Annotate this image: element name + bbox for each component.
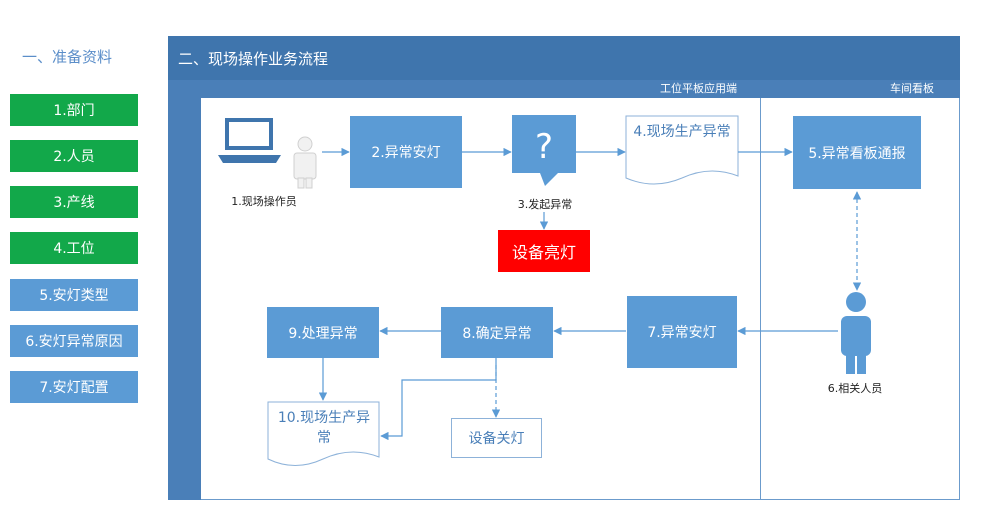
andon-box-2[interactable]: 7.异常安灯 — [627, 296, 737, 368]
sidebar-item-andon-reason[interactable]: 6.安灯异常原因 — [10, 325, 138, 357]
lane-label-workshop: 车间看板 — [890, 82, 934, 95]
light-off-box[interactable]: 设备关灯 — [451, 418, 542, 458]
confirm-box[interactable]: 8.确定异常 — [441, 307, 553, 358]
lane-side-strip — [168, 98, 201, 500]
record-document-shape — [267, 401, 380, 466]
sidebar-item-andon-config[interactable]: 7.安灯配置 — [10, 371, 138, 403]
raise-label: 3.发起异常 — [517, 198, 573, 211]
board-notify-box[interactable]: 5.异常看板通报 — [793, 116, 921, 189]
laptop-icon — [218, 118, 281, 163]
sidebar-item-department[interactable]: 1.部门 — [10, 94, 138, 126]
svg-text:?: ? — [535, 127, 553, 167]
lane-header-bar — [168, 80, 960, 98]
person-icon — [841, 292, 871, 374]
sidebar-item-personnel[interactable]: 2.人员 — [10, 140, 138, 172]
lane-label-workstation: 工位平板应用端 — [660, 82, 737, 95]
operator-label: 1.现场操作员 — [231, 195, 297, 208]
sidebar-item-line[interactable]: 3.产线 — [10, 186, 138, 218]
question-icon: ? — [512, 115, 576, 186]
panel-title: 二、现场操作业务流程 — [168, 36, 960, 80]
record-document-shape — [625, 115, 739, 185]
handle-box[interactable]: 9.处理异常 — [267, 307, 379, 358]
personnel-label: 6.相关人员 — [827, 382, 883, 395]
sidebar-title: 一、准备资料 — [22, 48, 113, 66]
sidebar-item-andon-type[interactable]: 5.安灯类型 — [10, 279, 138, 311]
record-document-2[interactable]: 10.现场生产异常 — [277, 410, 371, 446]
lane-divider — [760, 98, 761, 500]
record-document-1[interactable]: 4.现场生产异常 — [633, 124, 731, 140]
andon-box-1[interactable]: 2.异常安灯 — [350, 116, 462, 188]
person-icon — [293, 136, 317, 189]
light-on-box[interactable]: 设备亮灯 — [498, 230, 590, 272]
sidebar-item-station[interactable]: 4.工位 — [10, 232, 138, 264]
